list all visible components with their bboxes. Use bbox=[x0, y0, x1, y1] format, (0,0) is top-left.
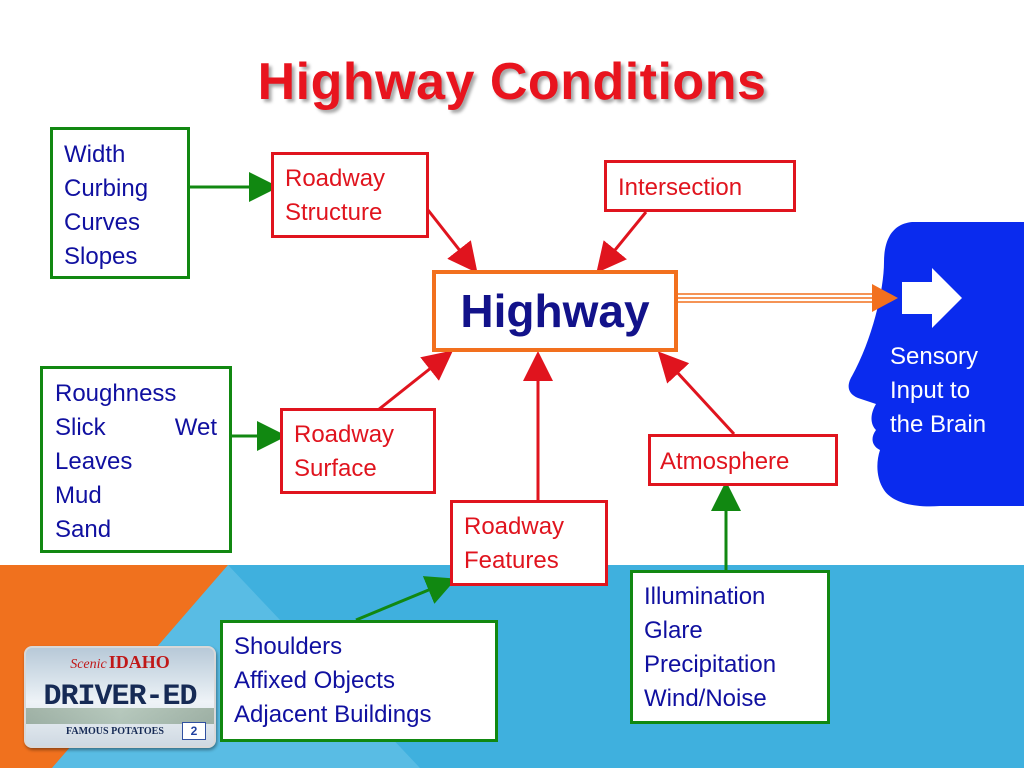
list-item: Mud bbox=[55, 482, 102, 509]
list-item: Glare bbox=[644, 617, 703, 644]
box-label: Roadway bbox=[464, 513, 565, 540]
list-item: Curves bbox=[64, 209, 141, 236]
list-item-pair: Slick Wet bbox=[55, 411, 217, 445]
arrow-structure-to-highway bbox=[426, 209, 478, 274]
plate-slogan: FAMOUS POTATOES bbox=[66, 726, 164, 737]
list-item: Curbing bbox=[64, 175, 149, 202]
arrow-shoulders-to-features bbox=[355, 576, 457, 622]
atmosphere-box: Atmosphere bbox=[648, 434, 838, 486]
box-label: Roadway bbox=[285, 165, 386, 192]
list-item: Illumination bbox=[644, 583, 766, 610]
roadway-structure-box: Roadway Structure bbox=[271, 152, 429, 238]
roadway-features-box: Roadway Features bbox=[450, 500, 608, 586]
box-label: Intersection bbox=[618, 174, 743, 201]
atmosphere-list-box: Illumination Glare Precipitation Wind/No… bbox=[630, 570, 830, 724]
arrows bbox=[190, 172, 741, 622]
list-item: Slick bbox=[55, 414, 106, 441]
sensory-input-label: Sensory Input to the Brain bbox=[890, 343, 987, 438]
arrow-right-icon bbox=[902, 268, 962, 328]
connector-arrowhead bbox=[872, 284, 898, 312]
slide-title: Highway Conditions bbox=[257, 53, 767, 111]
features-list-box: Shoulders Affixed Objects Adjacent Build… bbox=[220, 620, 498, 742]
list-item: Precipitation bbox=[644, 651, 777, 678]
box-label: Surface bbox=[294, 455, 377, 482]
box-label: Features bbox=[464, 547, 559, 574]
box-label: Structure bbox=[285, 199, 383, 226]
list-item: Width bbox=[64, 141, 126, 168]
list-item: Slopes bbox=[64, 243, 138, 270]
geometry-list-box: Width Curbing Curves Slopes bbox=[50, 127, 190, 279]
head-silhouette-icon bbox=[848, 222, 1024, 507]
plate-trees bbox=[26, 708, 214, 724]
list-item: Roughness bbox=[55, 380, 177, 407]
surface-list-box: Roughness Slick Wet Leaves Mud Sand bbox=[40, 366, 232, 553]
arrow-surface-to-highway bbox=[377, 350, 454, 412]
arrow-atmosphere-to-highway bbox=[657, 351, 736, 436]
intersection-box: Intersection bbox=[604, 160, 796, 212]
highway-center-box: Highway bbox=[432, 270, 678, 352]
roadway-surface-box: Roadway Surface bbox=[280, 408, 436, 494]
list-item: Wet bbox=[174, 414, 217, 441]
double-line-connector bbox=[676, 284, 898, 312]
plate-main-text: DRIVER-ED bbox=[43, 680, 197, 714]
arrow-intersection-to-highway bbox=[596, 211, 648, 273]
list-item: Wind/Noise bbox=[644, 685, 767, 712]
box-label: Roadway bbox=[294, 421, 395, 448]
center-label: Highway bbox=[460, 285, 650, 337]
plate-number: 2 bbox=[182, 722, 206, 740]
list-item: Leaves bbox=[55, 448, 133, 475]
list-item: Affixed Objects bbox=[234, 667, 395, 694]
list-item: Shoulders bbox=[234, 633, 343, 660]
list-item: Adjacent Buildings bbox=[234, 701, 432, 728]
list-item: Sand bbox=[55, 516, 112, 543]
box-label: Atmosphere bbox=[660, 448, 790, 475]
